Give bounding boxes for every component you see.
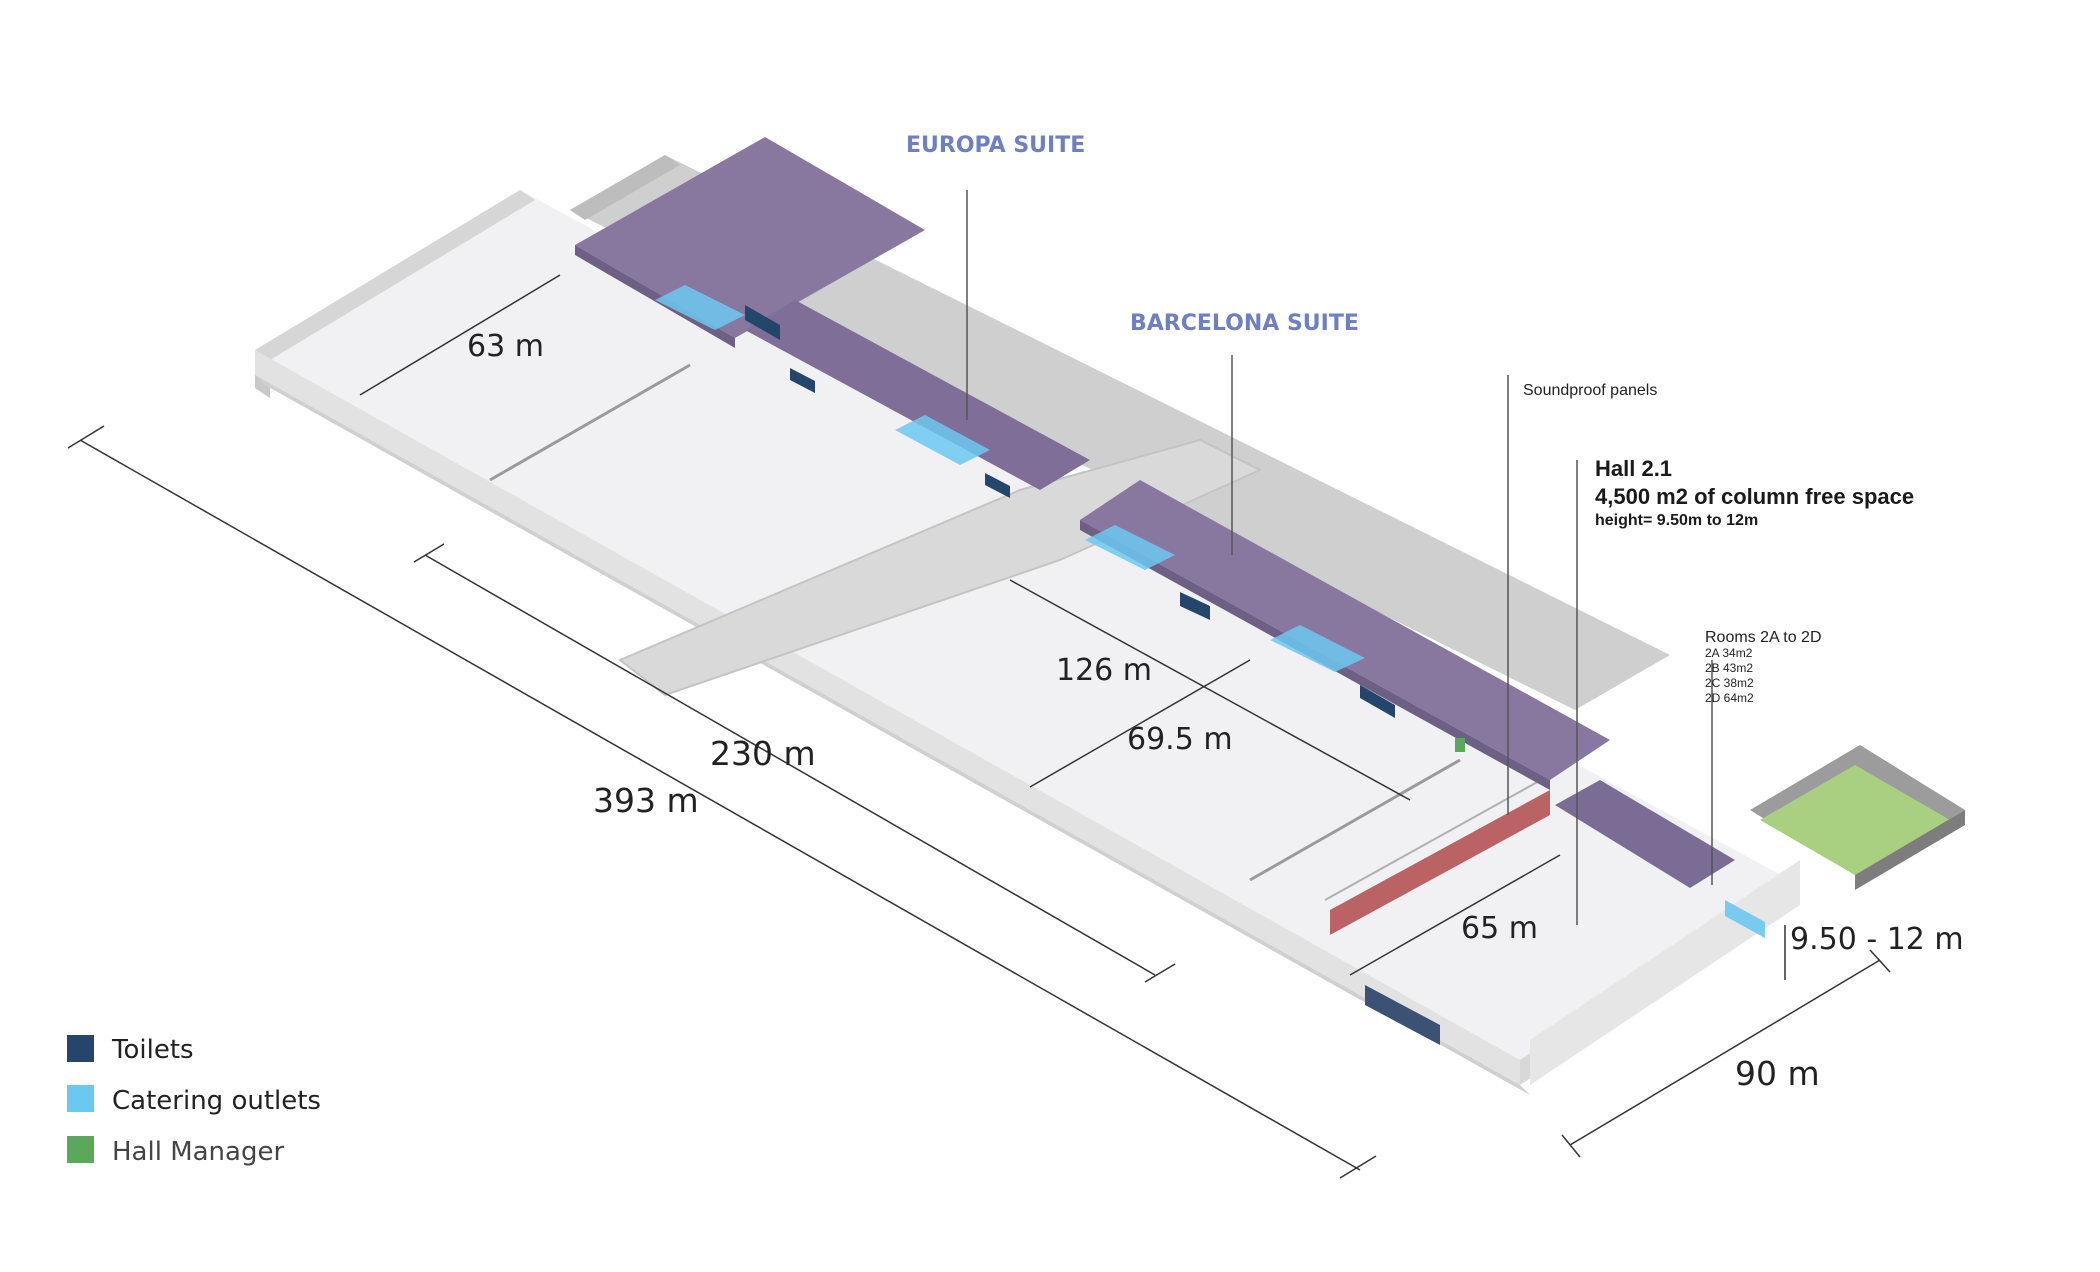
dimension-lines xyxy=(67,274,1891,1179)
dim-label-69-5: 69.5 m xyxy=(1127,722,1233,757)
terrace-wall xyxy=(1855,810,1965,890)
hall-title: Hall 2.1 xyxy=(1595,456,1672,481)
legend-label-catering: Catering outlets xyxy=(112,1086,321,1116)
toilet-1 xyxy=(745,305,780,340)
catering-3 xyxy=(1085,525,1175,570)
dim-tick-393-a xyxy=(67,425,105,449)
dim-label-90: 90 m xyxy=(1735,1054,1820,1093)
back-corridor xyxy=(570,155,1670,710)
dim-label-65: 65 m xyxy=(1461,911,1538,946)
dim-tick-90-b xyxy=(1869,949,1891,973)
legend-swatch-catering xyxy=(67,1085,94,1112)
terrace xyxy=(1750,745,1965,890)
europa-suite-edge xyxy=(575,245,735,348)
outer-floor xyxy=(255,190,1790,1060)
toilet-3 xyxy=(985,473,1010,498)
back-corridor-top xyxy=(570,155,680,220)
room-2b: 2B 43m2 xyxy=(1705,661,1753,675)
catering-2 xyxy=(895,415,990,465)
catering-5 xyxy=(1725,900,1765,938)
divider-3 xyxy=(1324,774,1551,901)
dim-label-393: 393 m xyxy=(593,781,699,820)
dim-tick-230-a xyxy=(413,543,445,563)
toilet-5 xyxy=(1360,685,1395,718)
catering-4 xyxy=(1270,625,1365,672)
dim-tick-90-a xyxy=(1561,1134,1581,1158)
barcelona-suite-roof xyxy=(1080,480,1610,780)
room-2d: 2D 64m2 xyxy=(1705,691,1754,705)
dim-line-126 xyxy=(1009,579,1411,801)
dim-line-65 xyxy=(1349,854,1561,976)
building-shell xyxy=(255,155,1800,1095)
toilet-4 xyxy=(1180,592,1210,620)
dim-tick-230-b xyxy=(1144,963,1176,983)
catering-outlets xyxy=(655,285,1765,938)
hall-space: 4,500 m2 of column free space xyxy=(1595,484,1914,509)
dim-label-126: 126 m xyxy=(1056,653,1152,688)
dim-line-393 xyxy=(79,439,1361,1171)
leader-lines xyxy=(966,190,1713,925)
legend-label-toilets: Toilets xyxy=(111,1035,194,1065)
front-wall-lip xyxy=(255,375,1530,1095)
hall-dividers xyxy=(489,363,1551,901)
legend-label-hall-manager: Hall Manager xyxy=(112,1137,284,1167)
room-2c: 2C 38m2 xyxy=(1705,676,1754,690)
rooms-title: Rooms 2A to 2D xyxy=(1705,629,1822,646)
dim-label-230: 230 m xyxy=(710,734,816,773)
hall-manager-marker xyxy=(1455,738,1465,752)
room-2a: 2A 34m2 xyxy=(1705,646,1753,660)
legend: Toilets Catering outlets Hall Manager xyxy=(67,1035,321,1167)
legend-swatch-hall-manager xyxy=(67,1136,94,1163)
pedestrian-bridge xyxy=(618,438,1263,697)
front-wall xyxy=(255,350,1520,1085)
toilet-2 xyxy=(790,368,815,393)
dim-line-69-5 xyxy=(1029,659,1251,788)
dim-label-63: 63 m xyxy=(467,329,544,364)
dim-line-63 xyxy=(359,274,561,396)
divider-2 xyxy=(1249,758,1461,882)
dim-label-height: 9.50 - 12 m xyxy=(1790,922,1964,957)
dim-line-230 xyxy=(424,554,1156,976)
hall-height: height= 9.50m to 12m xyxy=(1595,512,1758,529)
toilets xyxy=(745,305,1440,1045)
left-end-wall xyxy=(255,190,535,360)
europa-suite-label: EUROPA SUITE xyxy=(906,133,1085,158)
legend-swatch-toilets xyxy=(67,1035,94,1062)
rooms-roof xyxy=(1555,780,1735,888)
soundproof-label: Soundproof panels xyxy=(1523,382,1657,399)
barcelona-suite-label: BARCELONA SUITE xyxy=(1130,311,1359,336)
barcelona-suite-upper-roof xyxy=(745,300,1090,490)
terrace-garden xyxy=(1760,765,1950,875)
catering-1 xyxy=(655,285,745,330)
dim-line-90 xyxy=(1569,959,1881,1146)
europa-suite-roof xyxy=(575,137,925,338)
toilet-6 xyxy=(1365,985,1440,1045)
soundproof-panels xyxy=(1330,790,1550,935)
dim-tick-393-b xyxy=(1339,1155,1377,1179)
divider-1 xyxy=(489,363,691,482)
